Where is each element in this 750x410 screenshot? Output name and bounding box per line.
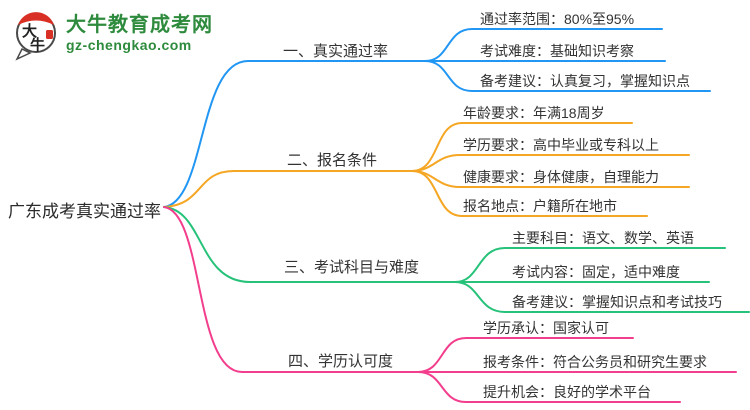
branch-node-1[interactable]: 一、真实通过率 [283, 43, 389, 60]
leaf-node-3-1[interactable]: 主要科目：语文、数学、英语 [512, 230, 694, 246]
branch-node-4[interactable]: 四、学历认可度 [288, 353, 394, 370]
leaf-node-3-2[interactable]: 考试内容：固定，适中难度 [512, 264, 680, 280]
root-node[interactable]: 广东成考真实通过率 [8, 202, 161, 221]
branch-4-connectors [163, 206, 737, 403]
branch-2-connectors [163, 122, 690, 217]
leaf-node-4-2[interactable]: 报考条件：符合公务员和研究生要求 [483, 354, 707, 370]
logo-char-1: 大 [22, 22, 37, 40]
branch-1-connectors [163, 28, 711, 208]
leaf-node-1-2[interactable]: 考试难度：基础知识考察 [480, 43, 634, 59]
leaf-node-2-4[interactable]: 报名地点：户籍所在地市 [463, 198, 617, 214]
leaf-node-2-1[interactable]: 年龄要求：年满18周岁 [463, 105, 605, 121]
branch-node-2[interactable]: 二、报名条件 [287, 152, 378, 169]
branch-node-3[interactable]: 三、考试科目与难度 [284, 259, 420, 276]
leaf-node-4-3[interactable]: 提升机会：良好的学术平台 [483, 384, 651, 400]
branch-3-connectors [163, 206, 750, 313]
leaf-node-2-3[interactable]: 健康要求：身体健康，自理能力 [463, 169, 659, 185]
leaf-node-3-3[interactable]: 备考建议：掌握知识点和考试技巧 [512, 294, 722, 310]
logo-seal [46, 30, 53, 39]
logo-site-name: 大牛教育成考网 [66, 14, 213, 36]
leaf-node-1-3[interactable]: 备考建议：认真复习，掌握知识点 [480, 73, 690, 89]
logo-bull-icon: 大 牛 [15, 12, 56, 61]
leaf-node-2-2[interactable]: 学历要求：高中毕业或专科以上 [463, 137, 659, 153]
leaf-node-4-1[interactable]: 学历承认：国家认可 [483, 320, 609, 336]
site-logo[interactable]: 大 牛 大牛教育成考网 gz-chengkao.com [13, 9, 213, 61]
logo-char-2: 牛 [30, 36, 45, 54]
leaf-node-1-1[interactable]: 通过率范围：80%至95% [480, 11, 635, 27]
logo-domain: gz-chengkao.com [66, 37, 192, 53]
